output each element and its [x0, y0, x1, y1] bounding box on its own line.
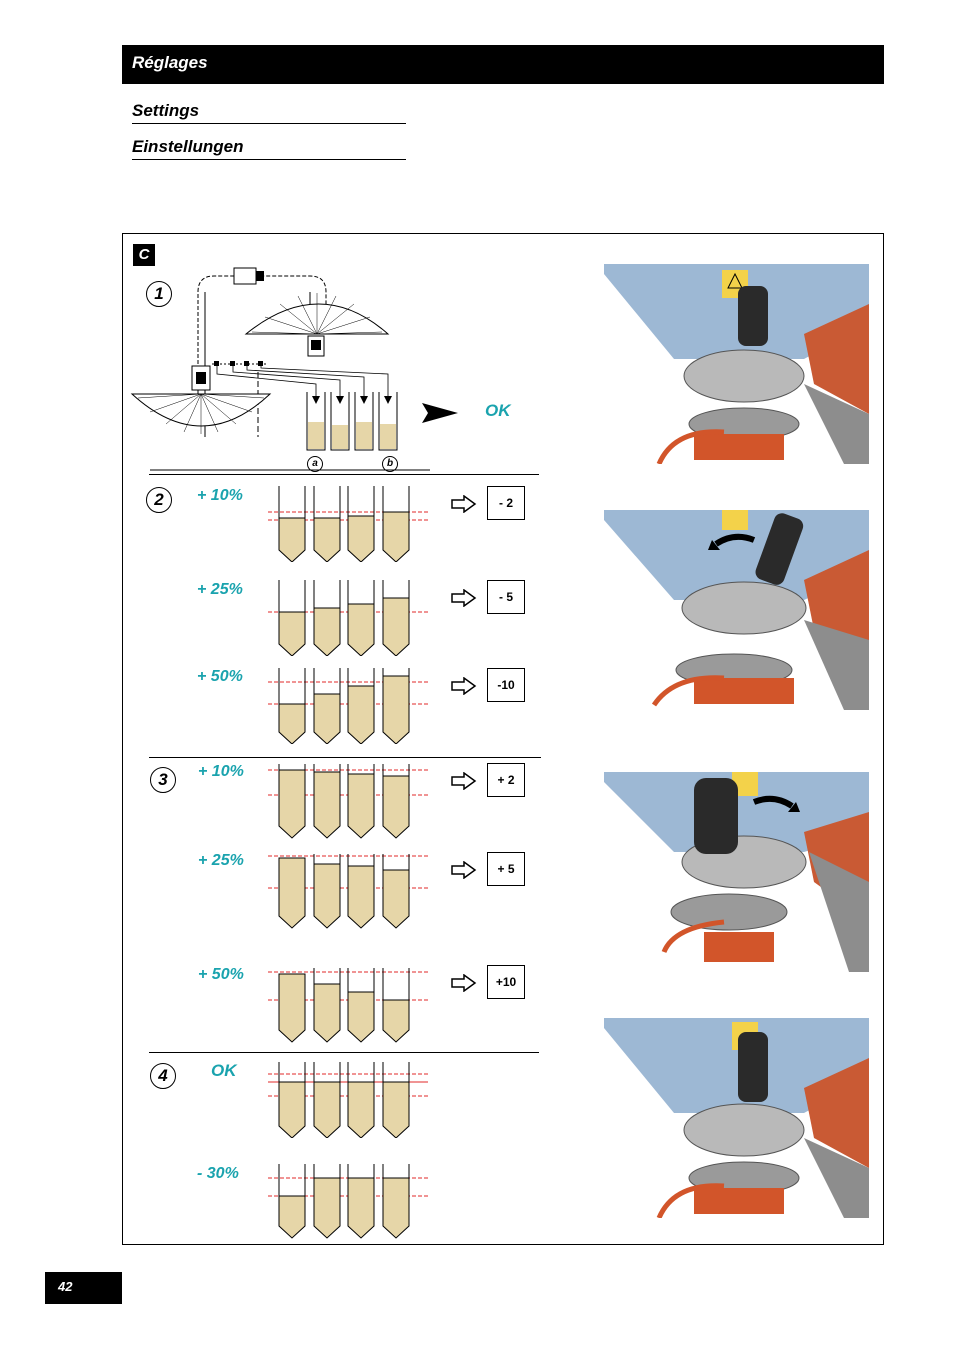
step-3-adjust-2: + 5 — [487, 852, 525, 886]
page-title: Réglages — [132, 53, 208, 72]
step-2-adjust-3: -10 — [487, 668, 525, 702]
subtitle-settings: Settings — [132, 101, 406, 124]
tractor-path-diagram — [130, 267, 430, 471]
step-number-3: 3 — [150, 767, 176, 793]
tubes-step-3-row-3 — [268, 968, 428, 1043]
step-4-percent-2: - 30% — [197, 1165, 239, 1182]
step-number-1: 1 — [146, 281, 172, 307]
photo-spreader-lever-set — [604, 1018, 869, 1218]
page-number-box — [45, 1272, 122, 1304]
step-3-adjust-3: +10 — [487, 965, 525, 999]
photo-spreader-lever-neutral — [604, 264, 869, 464]
step-2-adjust-2: - 5 — [487, 580, 525, 614]
tubes-step-2-row-2 — [268, 580, 428, 656]
tubes-step-2-row-3 — [268, 668, 428, 744]
step-2-percent-2: + 25% — [197, 581, 243, 598]
divider-1 — [149, 474, 539, 475]
header-bar — [122, 45, 884, 84]
step-number-4: 4 — [150, 1063, 176, 1089]
step-2-percent-1: + 10% — [197, 487, 243, 504]
hand-pointer-icon — [451, 495, 477, 513]
step-3-percent-2: + 25% — [198, 852, 244, 869]
hand-pointer-icon — [451, 677, 477, 695]
tube-label-b: b — [382, 456, 398, 472]
step-3-percent-3: + 50% — [198, 966, 244, 983]
step-3-adjust-1: + 2 — [487, 763, 525, 797]
divider-2 — [149, 757, 541, 758]
step-number-2: 2 — [146, 487, 172, 513]
figure-frame — [122, 233, 884, 1245]
tubes-step-2-row-1 — [268, 486, 428, 562]
hand-pointer-icon — [451, 861, 477, 879]
tube-label-a: a — [307, 456, 323, 472]
tubes-step-3-row-2 — [268, 854, 428, 929]
step-2-adjust-1: - 2 — [487, 486, 525, 520]
step-4-ok-label: OK — [211, 1061, 237, 1080]
subtitle-einstellungen: Einstellungen — [132, 137, 406, 160]
step-1-ok-label: OK — [485, 401, 511, 420]
hand-pointer-icon — [451, 772, 477, 790]
hand-pointer-icon — [451, 974, 477, 992]
step-2-percent-3: + 50% — [197, 668, 243, 685]
page-number: 42 — [58, 1279, 73, 1294]
section-badge: C — [133, 244, 155, 266]
tubes-step-4-row-2 — [268, 1164, 428, 1239]
photo-spreader-lever-left — [604, 510, 869, 710]
divider-3 — [149, 1052, 539, 1053]
photo-spreader-lever-right — [604, 772, 869, 972]
tubes-step-4-row-1 — [268, 1062, 428, 1138]
hand-pointer-icon — [451, 589, 477, 607]
tubes-step-3-row-1 — [268, 764, 428, 839]
arrow-right-icon — [422, 403, 458, 423]
step-3-percent-1: + 10% — [198, 763, 244, 780]
